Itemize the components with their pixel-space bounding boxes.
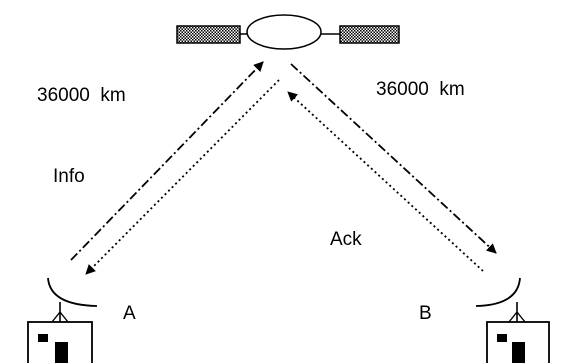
dish-strut-right (59, 311, 69, 323)
dish-antenna-icon (475, 277, 521, 307)
dish-antenna-icon (47, 277, 98, 307)
ack-label: Ack (330, 229, 362, 250)
ground-station-a (27, 277, 98, 363)
dish-strut-left (51, 311, 61, 323)
station-window (497, 334, 507, 342)
ack-uplink-arrow (287, 91, 484, 272)
ack-downlink-arrow (85, 79, 280, 275)
station-a-label: A (123, 303, 136, 324)
info-downlink-arrow (290, 63, 497, 254)
ground-station-b (475, 277, 550, 363)
left-distance-label: 36000 km (37, 85, 126, 106)
right-solar-panel (339, 25, 400, 44)
info-label: Info (53, 166, 85, 187)
right-distance-label: 36000 km (376, 79, 465, 100)
left-solar-panel (176, 25, 241, 44)
info-uplink-arrow (70, 61, 264, 261)
dish-strut-right (516, 311, 526, 323)
station-door (512, 342, 525, 363)
station-b-label: B (419, 303, 432, 324)
satellite-icon (176, 14, 400, 50)
dish-strut-left (508, 311, 518, 323)
satellite-body (246, 14, 322, 50)
station-door (55, 342, 68, 363)
station-window (38, 334, 48, 342)
